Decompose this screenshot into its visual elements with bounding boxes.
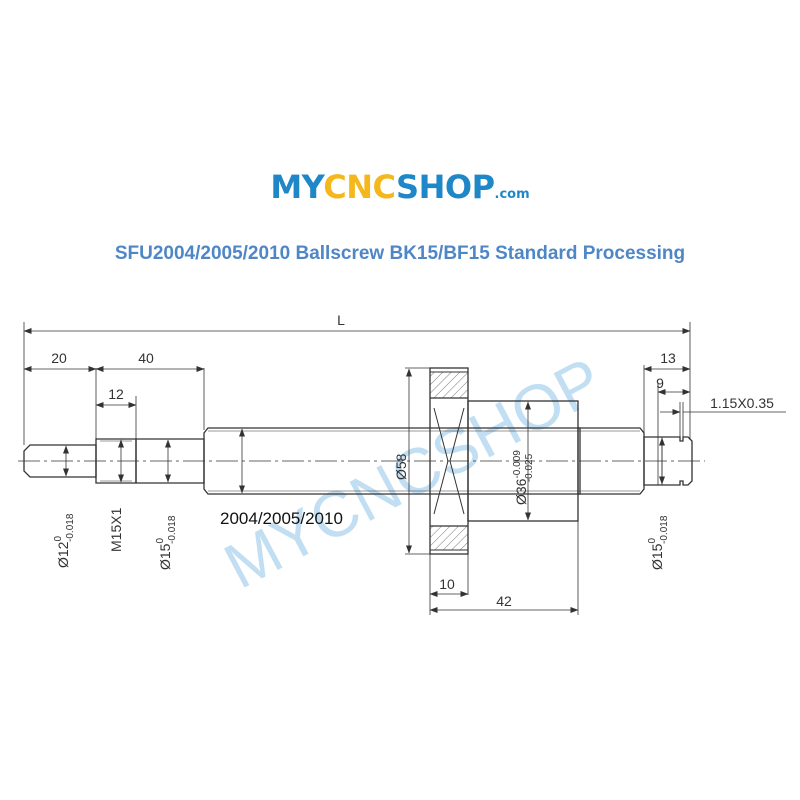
diameter-phi15-right: Ø150-0.018 <box>647 515 670 570</box>
brand-logo-part-cnc: CNC <box>323 168 397 206</box>
dim-thread-len: 12 <box>108 386 124 402</box>
brand-logo-suffix: .com <box>494 187 530 202</box>
diameter-phi12: Ø120-0.018 <box>53 513 76 568</box>
svg-text:Ø120-0.018: Ø120-0.018 <box>53 513 76 568</box>
dim-left-second: 40 <box>138 350 154 366</box>
thread-m15: M15X1 <box>108 507 124 552</box>
svg-text:M15X1: M15X1 <box>108 507 124 552</box>
svg-text:Ø36-0.009-0.025: Ø36-0.009-0.025 <box>512 450 535 505</box>
dimension-labels: L 20 40 12 13 9 1.15X0.35 10 42 <box>51 312 774 609</box>
dim-right-end: 13 <box>660 350 676 366</box>
dim-total-length: L <box>337 312 345 328</box>
brand-logo-part-shop: SHOP <box>396 168 495 206</box>
dim-nut-flange: 10 <box>439 576 455 592</box>
dim-groove: 1.15X0.35 <box>710 395 774 411</box>
svg-text:Ø150-0.018: Ø150-0.018 <box>647 515 670 570</box>
part-outline <box>18 367 705 555</box>
diameter-labels: Ø120-0.018 M15X1 Ø150-0.018 Ø58 Ø36-0.00… <box>53 450 670 570</box>
model-label: 2004/2005/2010 <box>220 509 343 528</box>
diameter-phi58: Ø58 <box>393 453 409 480</box>
watermark: MYCNCSHOP <box>213 343 614 602</box>
dim-left-end: 20 <box>51 350 67 366</box>
dim-right-second: 9 <box>656 375 664 391</box>
svg-text:Ø58: Ø58 <box>393 453 409 480</box>
brand-logo-part-my: MY <box>270 168 324 206</box>
dim-nut-length: 42 <box>496 593 512 609</box>
diameter-phi36: Ø36-0.009-0.025 <box>512 450 535 505</box>
dimension-lines <box>23 322 786 615</box>
diameter-phi15-left: Ø150-0.018 <box>155 515 178 570</box>
svg-text:Ø150-0.018: Ø150-0.018 <box>155 515 178 570</box>
brand-logo: MYCNCSHOP.com <box>0 168 800 206</box>
page-title: SFU2004/2005/2010 Ballscrew BK15/BF15 St… <box>114 243 686 264</box>
